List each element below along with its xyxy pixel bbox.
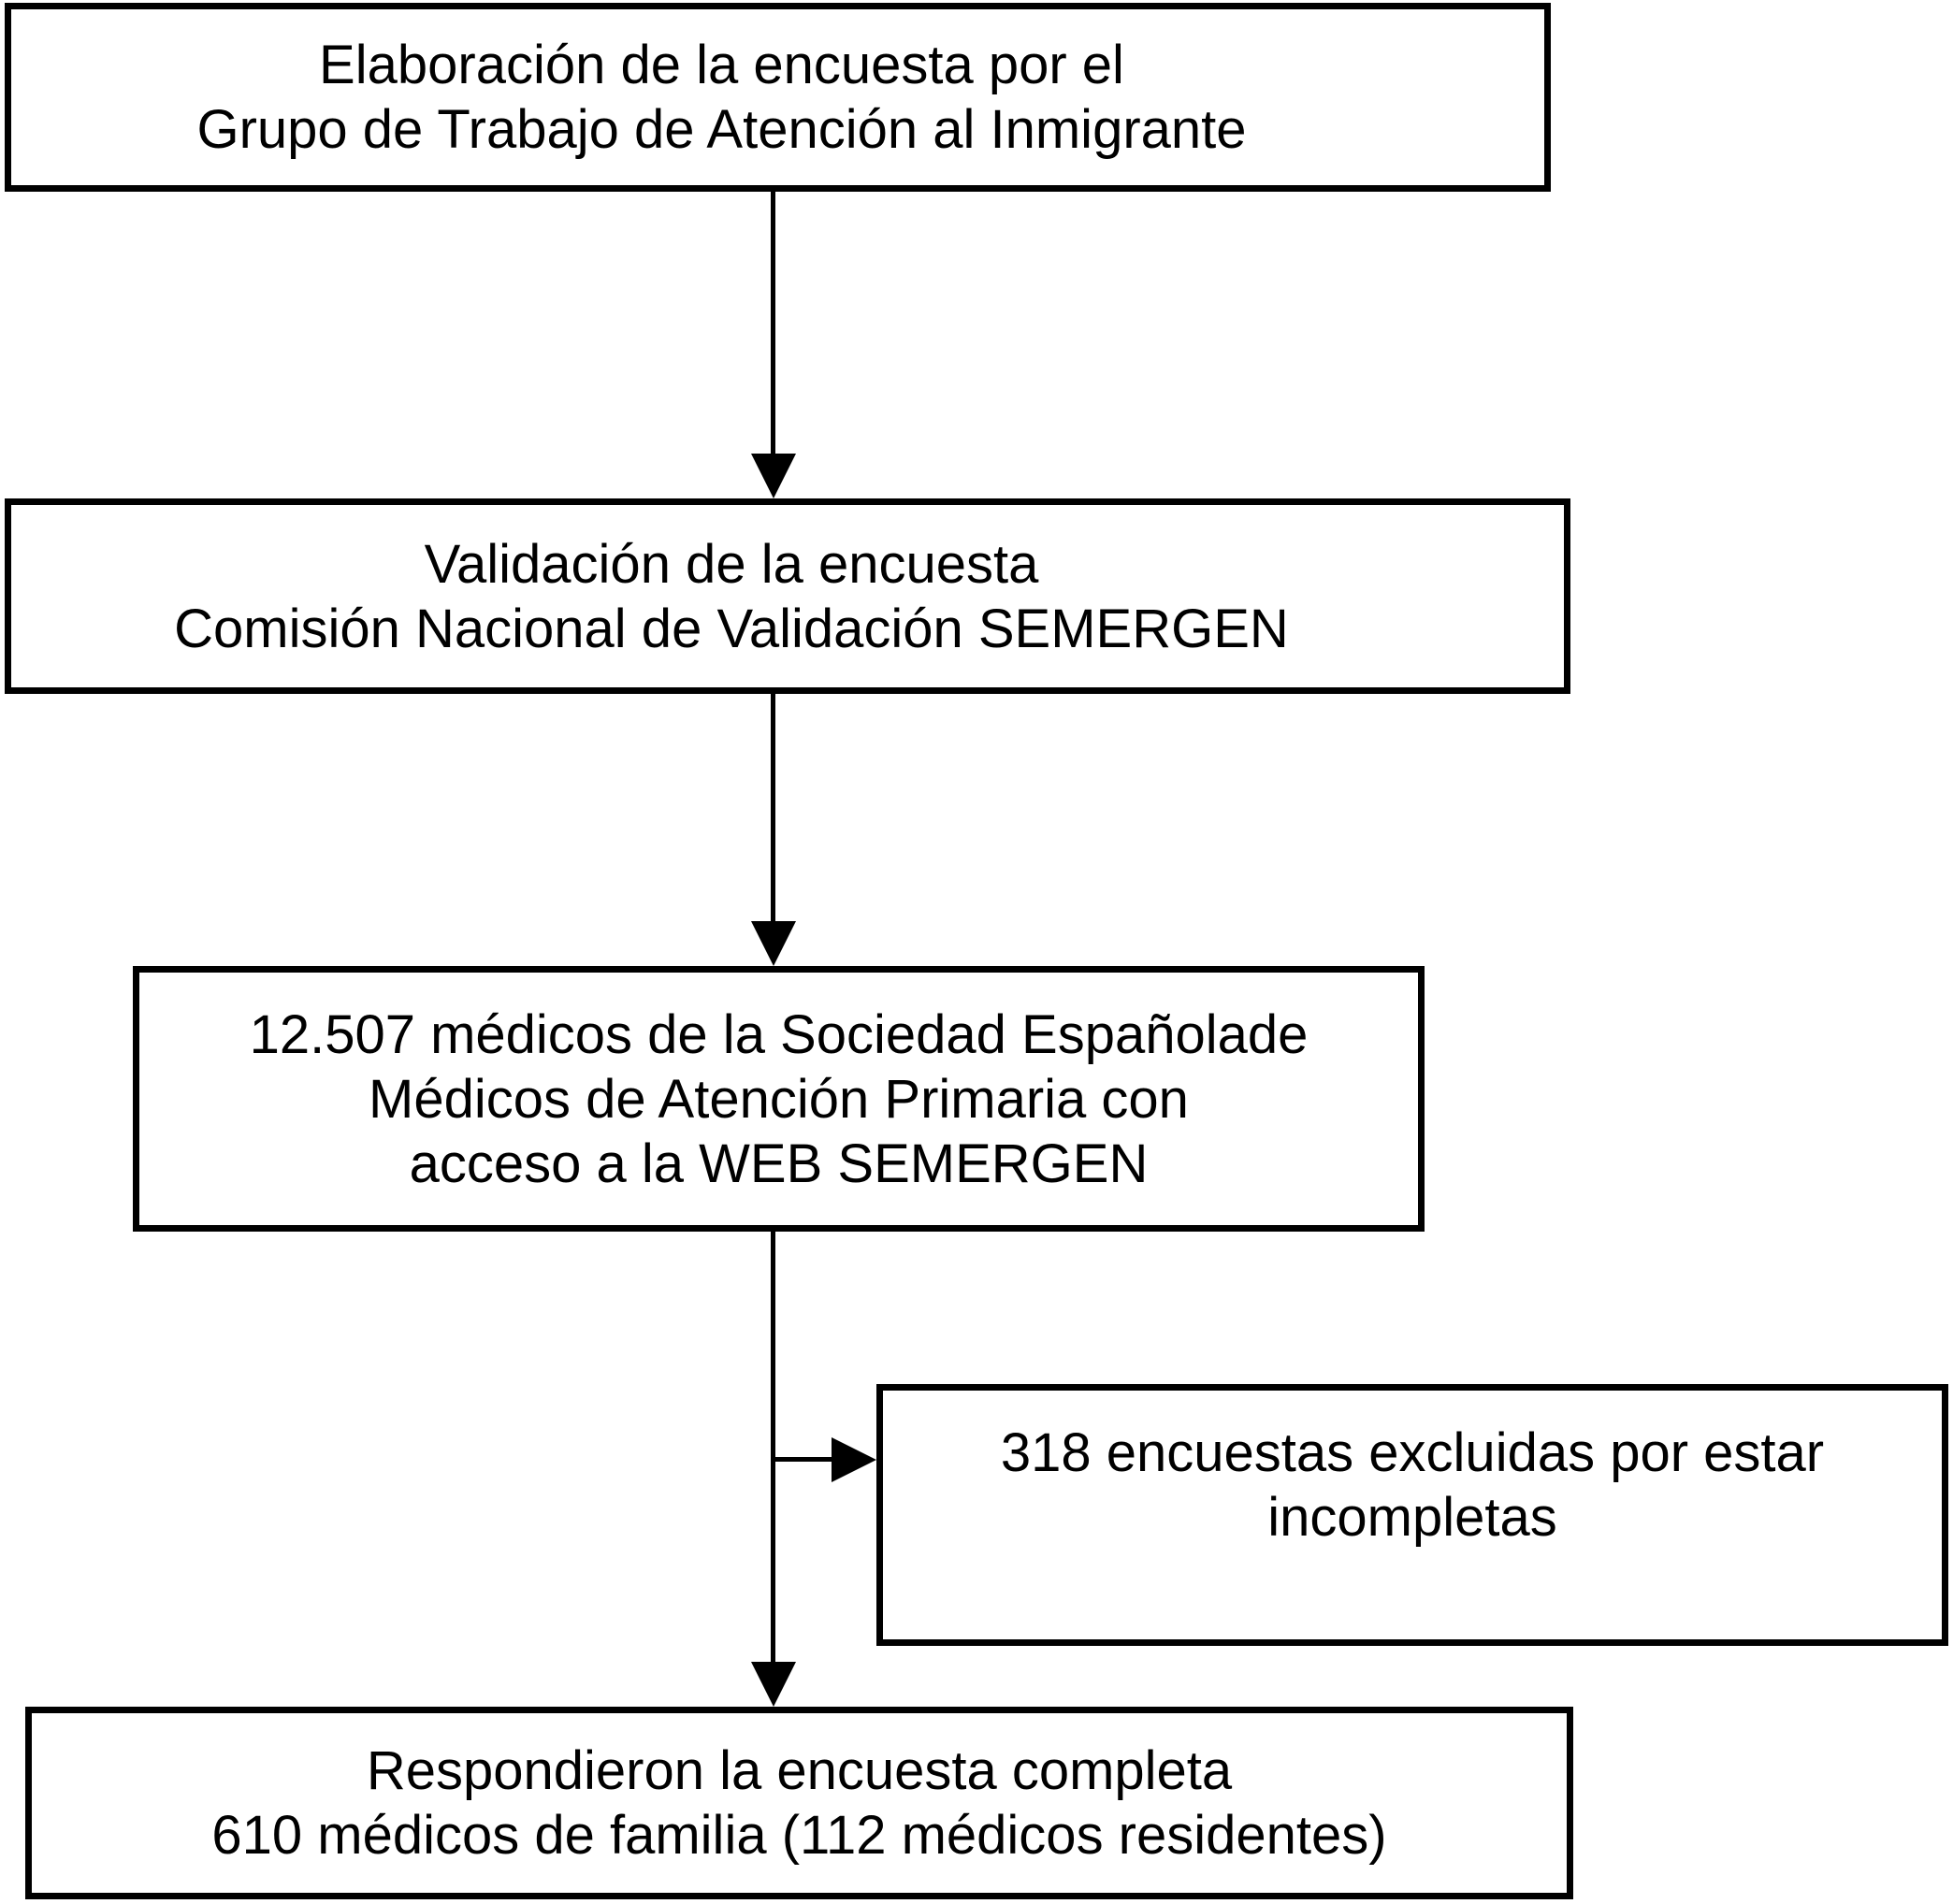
box-poblacion-medicos: 12.507 médicos de la Sociedad Españolade… — [133, 966, 1425, 1232]
arrow-elaboracion-to-validacion-stem — [771, 192, 775, 458]
arrow-poblacion-to-respondieron-stem — [771, 1232, 775, 1666]
box-text-line: acceso a la WEB SEMERGEN — [409, 1132, 1149, 1194]
box-text-line: Respondieron la encuesta completa — [366, 1740, 1233, 1801]
box-text-line: Validación de la encuesta — [424, 533, 1039, 595]
box-respondieron-encuesta: Respondieron la encuesta completa 610 mé… — [25, 1707, 1573, 1899]
box-text-line: 12.507 médicos de la Sociedad Españolade — [249, 1003, 1309, 1065]
box-text-line: incompletas — [1267, 1487, 1557, 1548]
box-encuestas-excluidas: 318 encuestas excluidas por estar incomp… — [876, 1384, 1948, 1646]
box-text-line: Comisión Nacional de Validación SEMERGEN — [174, 598, 1289, 659]
box-text-line: 318 encuestas excluidas por estar — [1000, 1422, 1825, 1483]
box-elaboracion-encuesta: Elaboración de la encuesta por el Grupo … — [5, 3, 1551, 192]
box-text-line: Elaboración de la encuesta por el — [319, 35, 1124, 95]
box-text-line: 610 médicos de familia (112 médicos resi… — [211, 1805, 1387, 1866]
arrowhead-down-icon — [751, 921, 796, 966]
arrow-poblacion-to-excluidas-stem — [773, 1457, 834, 1462]
box-text-line: Grupo de Trabajo de Atención al Inmigran… — [196, 99, 1247, 160]
arrowhead-down-icon — [751, 454, 796, 498]
box-text-line: Médicos de Atención Primaria con — [369, 1068, 1189, 1130]
arrowhead-down-icon — [751, 1662, 796, 1707]
arrow-validacion-to-poblacion-stem — [771, 694, 775, 926]
box-validacion-encuesta: Validación de la encuesta Comisión Nacio… — [5, 498, 1570, 694]
arrowhead-right-icon — [832, 1437, 876, 1482]
